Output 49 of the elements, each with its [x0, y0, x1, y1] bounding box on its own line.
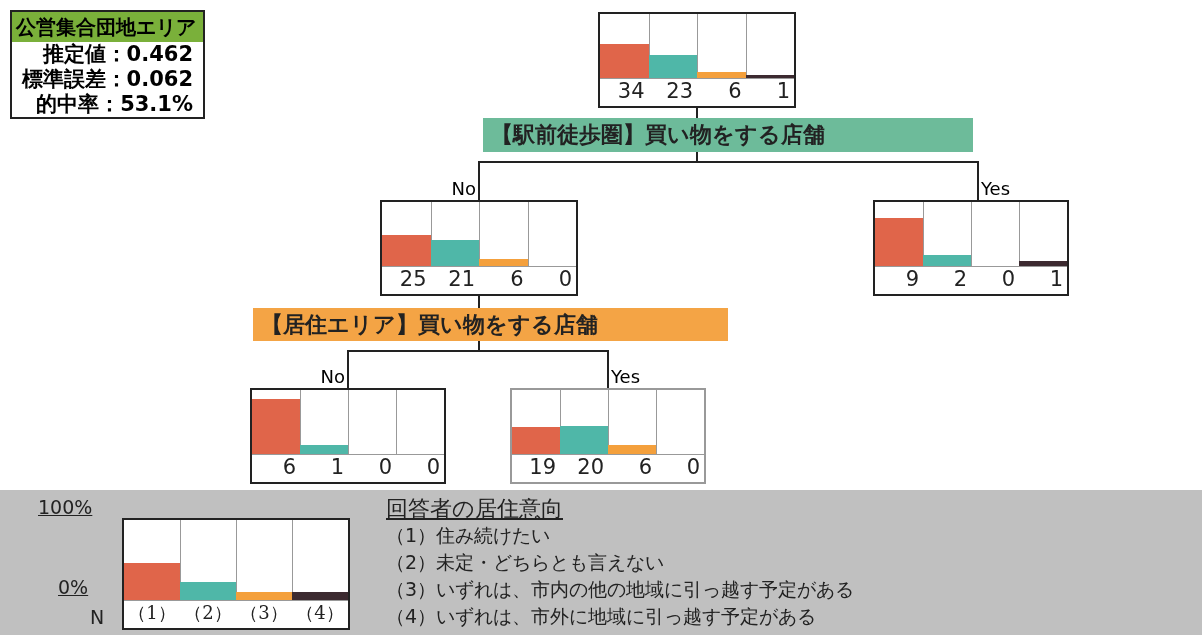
info-text: 推定値：0.462 — [41, 42, 194, 67]
category-label: （1） — [127, 601, 177, 625]
count-label: 6 — [637, 455, 653, 479]
legend-text: （4）いずれは、市外に地域に引っ越す予定がある — [386, 605, 817, 627]
info-text: 標準誤差：0.062 — [20, 67, 194, 92]
sample-chart — [122, 518, 350, 630]
count-label: 9 — [904, 267, 920, 291]
category-label: （2） — [183, 601, 233, 625]
count-label: 6 — [509, 267, 525, 291]
legend-text: （2）未定・どちらとも言えない — [386, 551, 665, 573]
count-label: 0 — [557, 267, 573, 291]
connector-line — [478, 295, 480, 309]
count-label: 0 — [425, 455, 441, 479]
tree-node — [510, 388, 706, 484]
count-label: 1 — [329, 455, 345, 479]
category-label: （4） — [295, 601, 345, 625]
count-label: 25 — [398, 267, 428, 291]
count-label: 34 — [616, 79, 646, 103]
info-text: 的中率：53.1% — [35, 92, 194, 117]
count-label: 6 — [281, 455, 297, 479]
count-label: 20 — [576, 455, 605, 479]
count-label: 1 — [775, 79, 791, 103]
connector-line — [696, 107, 698, 119]
count-label: 23 — [665, 79, 694, 103]
count-label: 6 — [727, 79, 743, 103]
connector-line — [478, 340, 609, 389]
legend-text: （3）いずれは、市内の他の地域に引っ越す予定がある — [386, 578, 855, 600]
count-label: 0 — [685, 455, 701, 479]
count-label: 1 — [1048, 267, 1064, 291]
axis-label: N — [90, 606, 105, 628]
count-label: 0 — [377, 455, 393, 479]
count-label: 19 — [528, 455, 557, 479]
info-box — [10, 10, 205, 119]
axis-label: 100% — [38, 496, 93, 518]
legend-title: 回答者の居住意向 — [386, 496, 563, 522]
split-label: 【居住エリア】買い物をする店舗 — [253, 308, 728, 341]
category-label: （3） — [239, 601, 289, 625]
axis-label: 0% — [58, 576, 89, 598]
tree-node — [598, 12, 796, 108]
count-label: 2 — [952, 267, 968, 291]
legend-text: （1）住み続けたい — [386, 524, 551, 546]
connector-line — [696, 151, 979, 201]
tree-node — [873, 200, 1069, 296]
tree-node — [380, 200, 578, 296]
count-label: 0 — [1000, 267, 1016, 291]
info-heading: 公営集合団地エリア — [12, 12, 203, 42]
tree-node — [250, 388, 446, 484]
split-label: 【駅前徒歩圏】買い物をする店舗 — [483, 118, 973, 152]
count-label: 21 — [447, 267, 476, 291]
